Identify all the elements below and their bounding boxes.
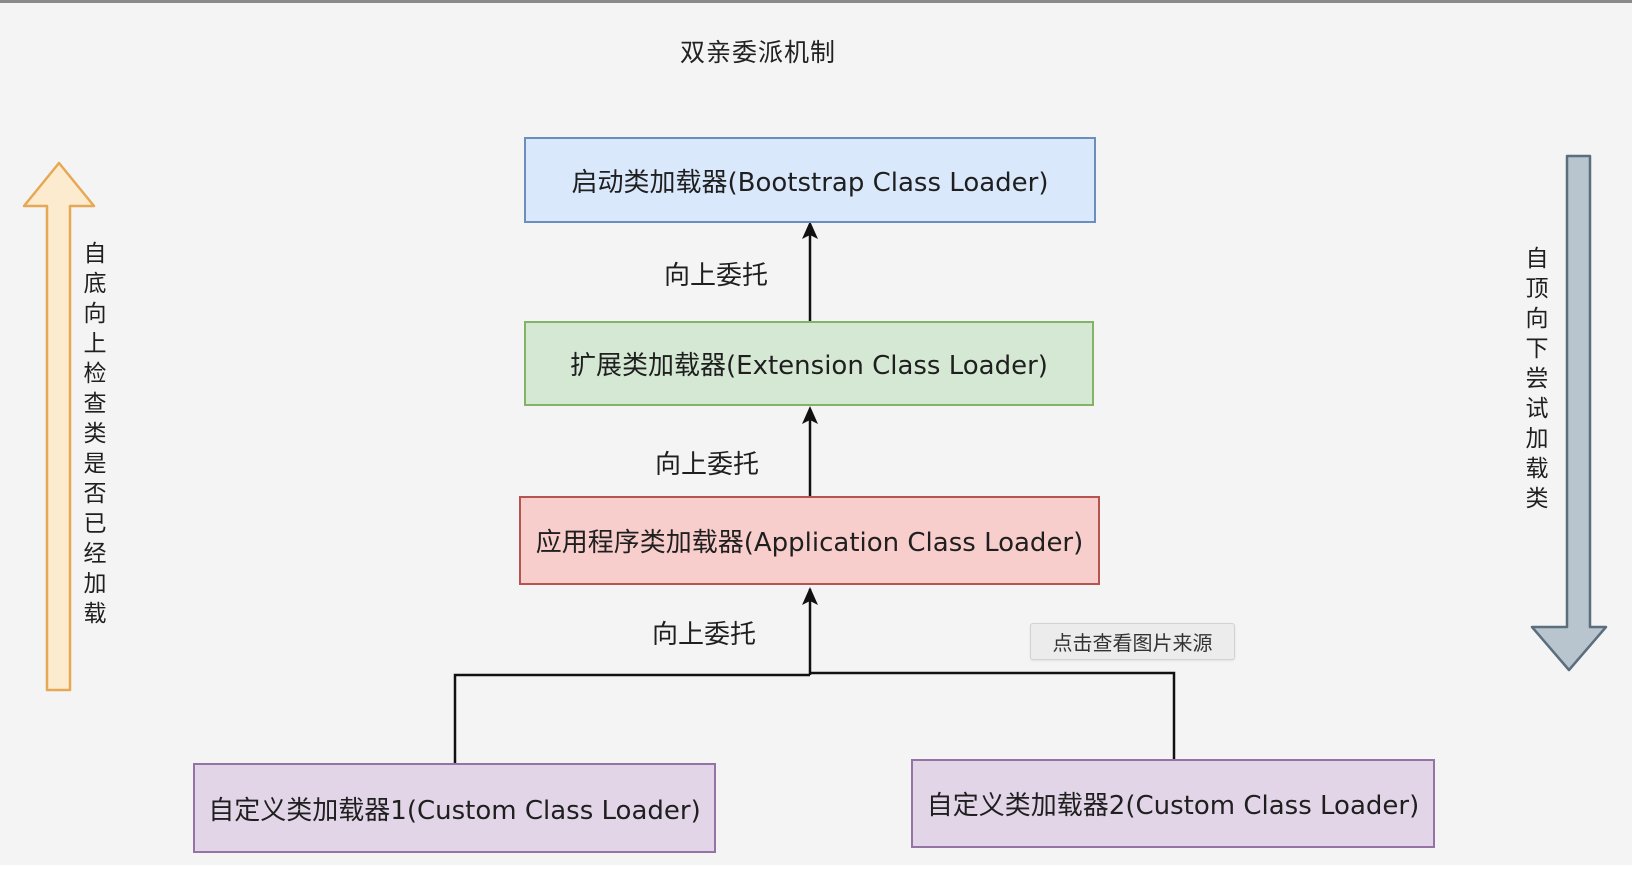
bottom-up-check-label: 自底向上检查类是否已经加载 bbox=[83, 241, 107, 627]
edge-custom2-to-application bbox=[810, 671, 1176, 759]
extension-class-loader-box: 扩展类加载器(Extension Class Loader) bbox=[524, 321, 1094, 406]
diagram-title: 双亲委派机制 bbox=[680, 38, 837, 67]
edge-custom1-to-application bbox=[453, 673, 810, 763]
bottom-strip bbox=[0, 865, 1632, 871]
top-down-load-label: 自顶向下尝试加载类 bbox=[1525, 246, 1549, 512]
arrowhead-application bbox=[802, 587, 818, 605]
arrow-down-icon bbox=[1530, 154, 1608, 672]
delegate-up-label: 向上委托 bbox=[664, 261, 769, 291]
connector-layer bbox=[22, 154, 1608, 763]
arrow-up-icon bbox=[22, 161, 96, 692]
custom-class-loader-2-box: 自定义类加载器2(Custom Class Loader) bbox=[911, 759, 1435, 848]
delegate-up-label: 向上委托 bbox=[652, 620, 757, 650]
application-class-loader-box: 应用程序类加载器(Application Class Loader) bbox=[519, 496, 1100, 585]
delegate-up-label: 向上委托 bbox=[655, 450, 760, 480]
arrowhead-bootstrap bbox=[802, 221, 818, 239]
image-source-tooltip[interactable]: 点击查看图片来源 bbox=[1030, 623, 1235, 660]
arrowhead-extension bbox=[802, 406, 818, 424]
custom-class-loader-1-box: 自定义类加载器1(Custom Class Loader) bbox=[193, 763, 716, 853]
bootstrap-class-loader-box: 启动类加载器(Bootstrap Class Loader) bbox=[524, 137, 1096, 223]
